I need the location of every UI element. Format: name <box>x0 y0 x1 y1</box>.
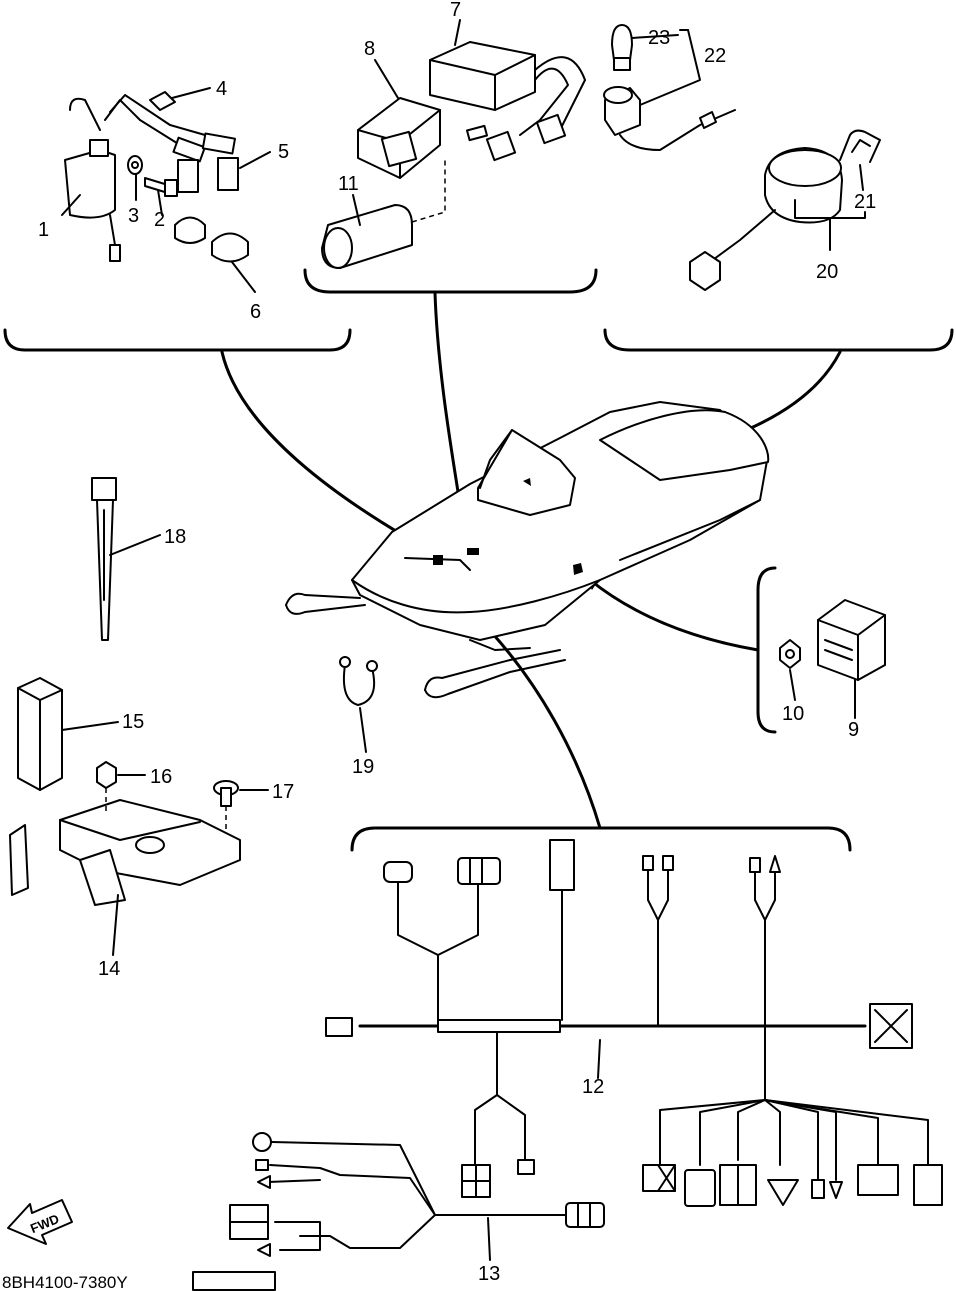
ignition-coil <box>64 97 121 262</box>
connector-11 <box>321 124 488 269</box>
nut-10 <box>779 639 801 669</box>
rubber-holder-8 <box>357 97 441 179</box>
callout-17: 17 <box>272 781 294 803</box>
callout-16: 16 <box>150 766 172 788</box>
cable-tie-18 <box>91 477 117 641</box>
callout-8: 8 <box>364 38 375 60</box>
callout-6: 6 <box>250 301 261 323</box>
callout-19: 19 <box>352 756 374 778</box>
leader-rectifier <box>588 578 760 652</box>
rectifier-regulator-9 <box>817 599 886 681</box>
nut-16 <box>96 761 117 789</box>
bracket-ignition-group <box>3 328 352 352</box>
callout-3: 3 <box>128 205 139 227</box>
spark-plug-caps <box>177 157 239 193</box>
bracket-harness-group <box>350 826 852 852</box>
callout-23: 23 <box>648 27 670 49</box>
callout-4: 4 <box>216 78 227 100</box>
bracket-rectifier-group <box>756 566 777 734</box>
callout-10: 10 <box>782 703 804 725</box>
callout-1: 1 <box>38 219 49 241</box>
callout-9: 9 <box>848 719 859 741</box>
washer-3 <box>127 155 143 175</box>
callout-2: 2 <box>154 209 165 231</box>
callout-leaders <box>61 19 866 1261</box>
clamp-19 <box>339 656 378 706</box>
bolt-2 <box>144 177 178 197</box>
callout-15: 15 <box>122 711 144 733</box>
callout-20: 20 <box>816 261 838 283</box>
leader-ignition <box>220 350 427 550</box>
callout-7: 7 <box>450 0 461 21</box>
bracket-14 <box>9 788 241 906</box>
callout-11: 11 <box>338 173 359 195</box>
clamp-4 <box>149 91 176 111</box>
sub-harness-13 <box>192 1132 605 1291</box>
bracket-switch-group <box>603 328 954 352</box>
bulb-23 <box>611 24 633 71</box>
rubber-cap-6 <box>174 216 249 263</box>
bracket-cdi-group <box>303 268 598 294</box>
callout-18: 18 <box>164 526 186 548</box>
cover-15 <box>17 677 63 791</box>
fwd-arrow: FWD <box>7 1199 73 1245</box>
socket-22 <box>603 86 736 151</box>
callout-5: 5 <box>278 141 289 163</box>
callout-21: 21 <box>854 191 876 213</box>
main-switch <box>689 129 881 291</box>
callout-14: 14 <box>98 958 120 980</box>
diagram-code: 8BH4100-7380Y <box>2 1273 128 1291</box>
callout-12: 12 <box>582 1076 604 1098</box>
cdi-unit <box>429 41 586 162</box>
snowmobile-illustration <box>285 401 770 699</box>
wire-harness-12 <box>325 839 943 1207</box>
callout-13: 13 <box>478 1263 500 1285</box>
plug-wires <box>104 94 236 163</box>
leader-harness <box>473 613 602 830</box>
callout-22: 22 <box>704 45 726 67</box>
